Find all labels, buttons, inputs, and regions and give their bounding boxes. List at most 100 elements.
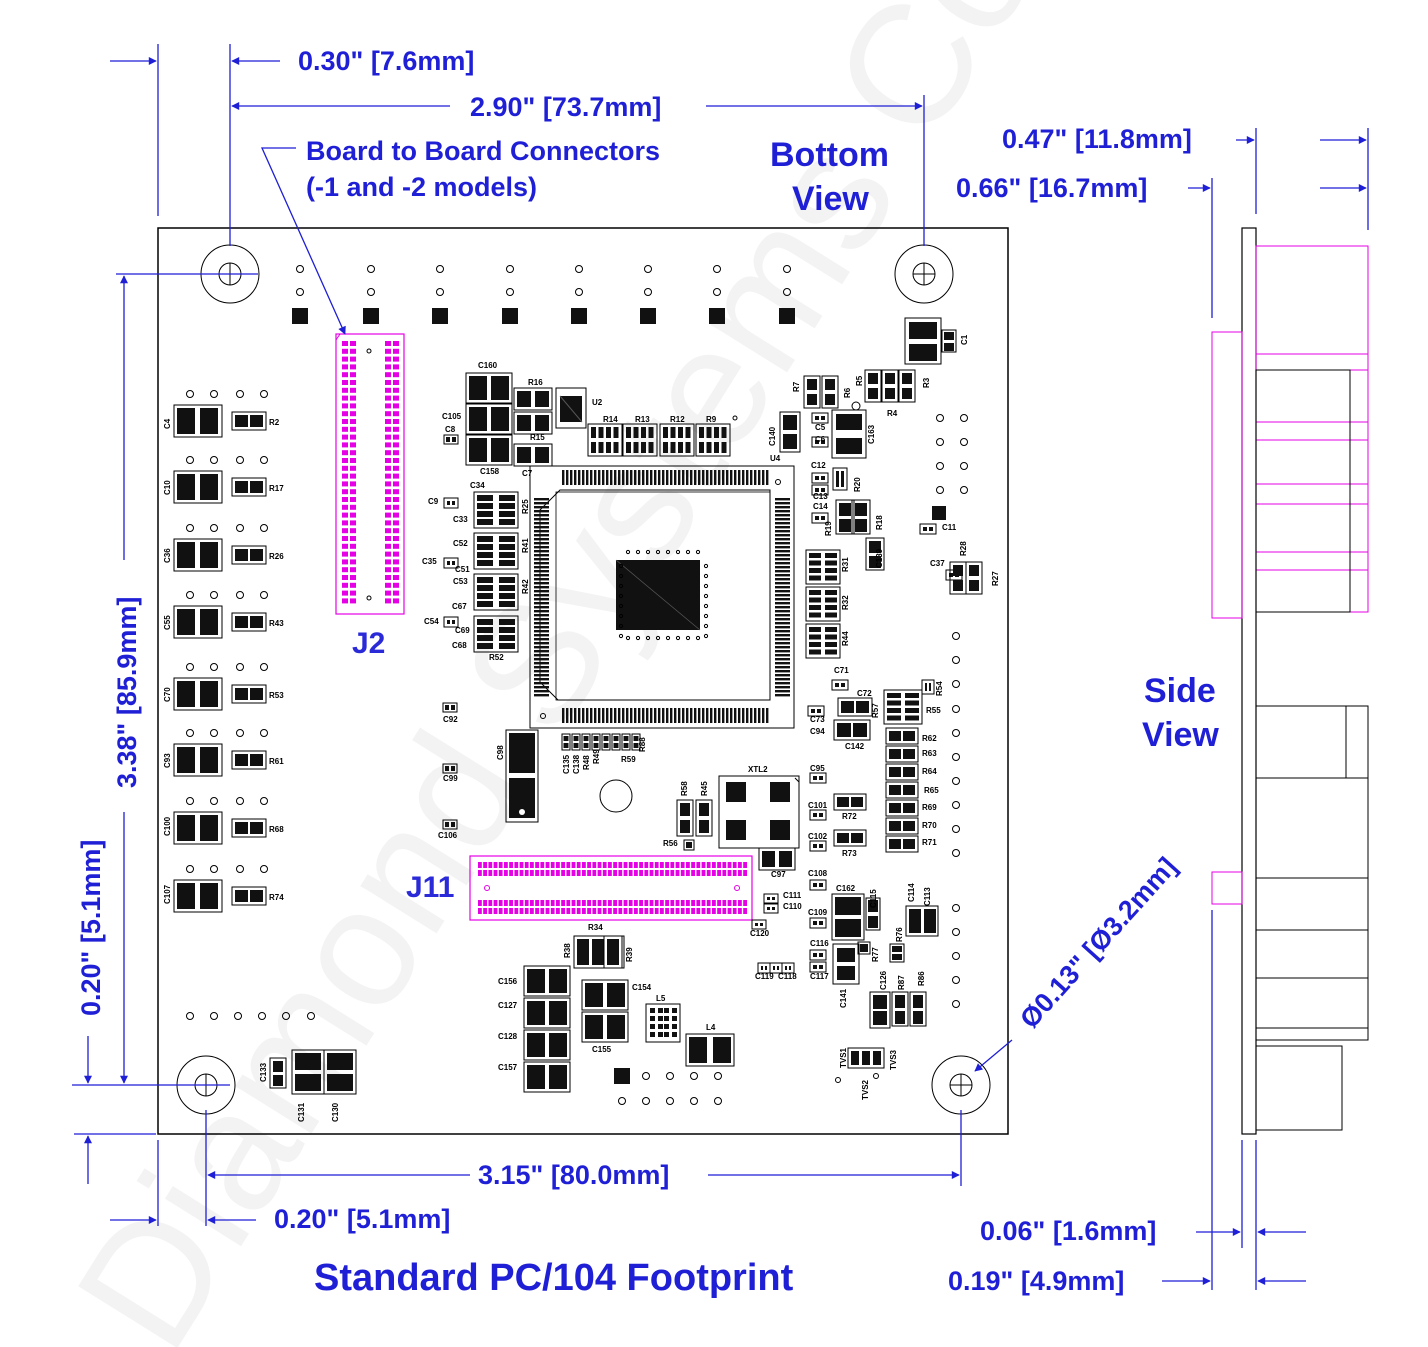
pad: [641, 427, 646, 438]
connector-pin: [342, 372, 348, 378]
connector-pin: [686, 908, 690, 914]
resistor-packs-mid: [443, 491, 519, 653]
chip-pin: [534, 662, 549, 665]
via-hole: [713, 288, 721, 296]
ref-c140: C140: [768, 426, 777, 446]
ref-c51: C51: [455, 565, 470, 574]
connector-pin: [393, 512, 399, 518]
connector-pin: [393, 348, 399, 354]
ref-c127: C127: [498, 1001, 518, 1010]
pad: [809, 553, 821, 558]
via-hole: [952, 825, 960, 833]
pad: [772, 907, 775, 910]
via-hole: [714, 1097, 722, 1105]
connector-pin: [545, 900, 550, 906]
chip-pin: [754, 708, 757, 723]
connector-pin: [582, 908, 586, 914]
connector-pin: [654, 862, 659, 868]
via-hole: [952, 680, 960, 688]
connector-pin: [712, 870, 716, 876]
pad: [499, 627, 515, 633]
connector-pin: [545, 908, 550, 914]
connector-pin: [722, 908, 727, 914]
connector-pin: [587, 900, 591, 906]
chip-pin: [775, 618, 790, 621]
ref-c110: C110: [783, 902, 802, 911]
connector-pin: [561, 870, 565, 876]
pad: [903, 785, 915, 795]
ref-r86: R86: [917, 971, 926, 986]
via-hole: [783, 265, 791, 273]
via-hole: [952, 753, 960, 761]
pad: [499, 552, 515, 558]
connector-pin: [342, 450, 348, 456]
chip-pin: [775, 570, 790, 573]
connector-pin: [618, 870, 623, 876]
pad: [598, 442, 604, 453]
connector-pin: [385, 575, 391, 580]
pad: [477, 519, 493, 525]
via-hole: [936, 486, 944, 494]
pad: [613, 427, 619, 438]
ref-r55: R55: [926, 706, 941, 715]
pad: [499, 635, 515, 641]
connector-pin: [393, 403, 399, 409]
connector-j11-label: J11: [406, 871, 454, 904]
chip-pin: [594, 708, 597, 723]
connector-pin: [571, 908, 576, 914]
connector-pin: [654, 900, 659, 906]
pad: [835, 683, 839, 687]
pad: [817, 709, 821, 713]
ref-r52: R52: [489, 653, 504, 662]
pad: [905, 693, 919, 698]
pad: [699, 442, 704, 453]
via-hole: [645, 635, 651, 641]
via-hole: [436, 288, 444, 296]
via-hole: [260, 797, 268, 805]
connector-pin: [488, 862, 493, 868]
connector-pin: [342, 348, 348, 354]
connector-pin: [644, 870, 649, 876]
pad: [499, 519, 515, 525]
connector-pin: [665, 870, 669, 876]
chip-pin: [534, 686, 549, 689]
pad: [841, 701, 854, 713]
connector-pin: [385, 520, 391, 526]
chip-pin: [690, 470, 693, 485]
connector-pin: [385, 458, 391, 463]
ref-r25: R25: [521, 499, 530, 514]
pad: [499, 619, 515, 625]
chip-pin: [734, 708, 737, 723]
pad: [626, 442, 631, 453]
pad: [885, 799, 919, 817]
connector-pin: [350, 411, 356, 417]
pad: [678, 442, 683, 453]
connector-pin: [623, 900, 628, 906]
pad: [889, 767, 901, 777]
pad: [633, 736, 639, 741]
pad: [177, 474, 195, 500]
pad: [477, 511, 493, 517]
via-hole: [690, 1097, 698, 1105]
drawing-title: Standard PC/104 Footprint: [314, 1257, 794, 1299]
round-pad: [599, 779, 633, 813]
pad: [821, 440, 825, 444]
chip-pin: [775, 510, 790, 513]
right-hole-columns: [936, 414, 968, 1008]
connector-pin: [385, 348, 391, 354]
via-hole: [625, 635, 631, 641]
connector-pin: [634, 862, 638, 868]
pad: [903, 803, 915, 813]
connector-pin: [350, 395, 356, 401]
mounting-hole-top-right: [894, 244, 954, 304]
ref-r48: R48: [582, 755, 591, 770]
via-hole: [960, 414, 968, 422]
chip-pin: [674, 470, 677, 485]
connector-pin: [385, 356, 391, 362]
connector-pin: [701, 870, 706, 876]
connector-pin: [342, 364, 348, 370]
connector-pin: [342, 380, 348, 385]
chip-pin: [706, 708, 709, 723]
connector-pin: [393, 520, 399, 526]
connector-pin: [535, 900, 539, 906]
